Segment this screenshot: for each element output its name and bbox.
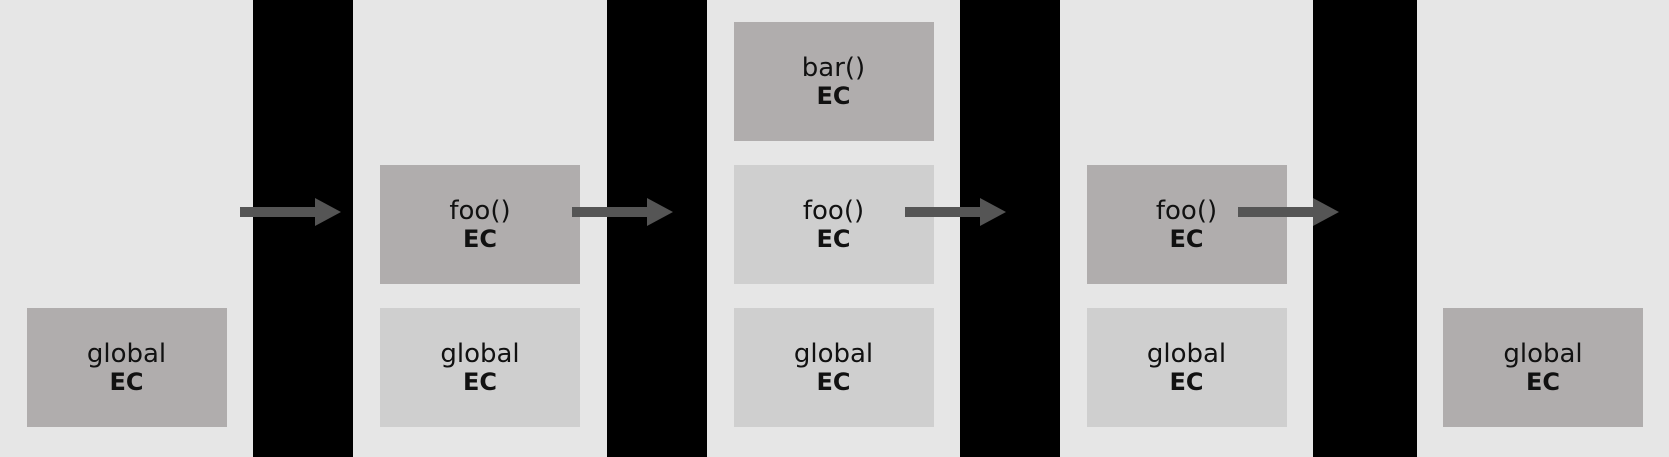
arrow-head-icon bbox=[647, 198, 673, 226]
frame-ec-label: EC bbox=[1525, 367, 1560, 396]
frame-ec-label: EC bbox=[462, 224, 497, 253]
panel-divider-2 bbox=[607, 0, 707, 457]
frame-function-label: foo() bbox=[802, 195, 865, 226]
frame-ec-label: EC bbox=[462, 367, 497, 396]
panel-divider-4 bbox=[1313, 0, 1417, 457]
arrow-shaft bbox=[572, 207, 647, 217]
frame-function-label: global bbox=[440, 338, 520, 369]
frame-ec-label: EC bbox=[816, 367, 851, 396]
frame-ec-label: EC bbox=[816, 81, 851, 110]
arrow-head-icon bbox=[315, 198, 341, 226]
frame-function-label: bar() bbox=[801, 52, 866, 83]
arrow-head-icon bbox=[1313, 198, 1339, 226]
arrow-shaft bbox=[240, 207, 315, 217]
frame-ec-label: EC bbox=[109, 367, 144, 396]
frame-ec-label: EC bbox=[1169, 367, 1204, 396]
frame-function-label: global bbox=[1146, 338, 1227, 369]
frame-function-label: foo() bbox=[1155, 195, 1218, 226]
execution-context-frame[interactable]: foo()EC bbox=[1086, 165, 1287, 284]
frame-ec-label: EC bbox=[816, 224, 851, 253]
panel-divider-1 bbox=[253, 0, 353, 457]
execution-context-frame[interactable]: foo()EC bbox=[380, 165, 580, 284]
frame-function-label: foo() bbox=[449, 195, 511, 226]
frame-function-label: global bbox=[1503, 338, 1583, 369]
arrow-shaft bbox=[1238, 207, 1313, 217]
execution-context-frame[interactable]: foo()EC bbox=[733, 165, 934, 284]
frame-ec-label: EC bbox=[1169, 224, 1204, 253]
panel-divider-3 bbox=[960, 0, 1060, 457]
arrow-head-icon bbox=[980, 198, 1006, 226]
frame-function-label: global bbox=[86, 338, 167, 369]
arrow-shaft bbox=[905, 207, 980, 217]
execution-context-frame[interactable]: bar()EC bbox=[733, 22, 934, 141]
frame-function-label: global bbox=[793, 338, 874, 369]
